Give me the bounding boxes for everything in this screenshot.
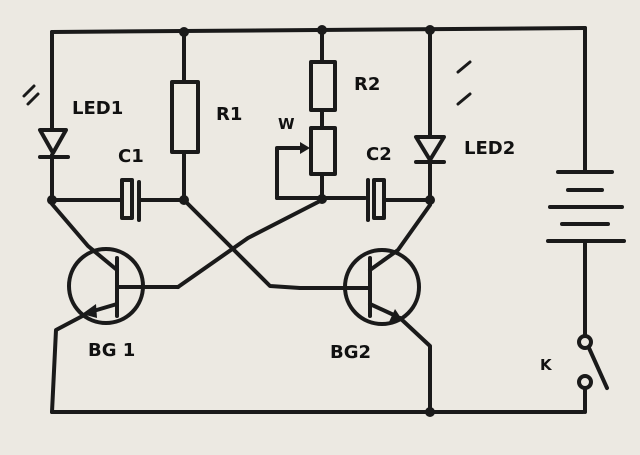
k-label: K: [540, 356, 552, 374]
bg1-label: BG 1: [88, 340, 136, 361]
r1-label: R1: [216, 104, 243, 125]
bg1-transistor: [50, 202, 180, 414]
led2-label: LED2: [464, 138, 516, 159]
k-switch: [577, 334, 609, 414]
cross-wires: [176, 198, 324, 290]
led2-diode: [414, 28, 472, 202]
bg2-label: BG2: [330, 342, 372, 363]
w-potentiometer: [275, 126, 337, 202]
c1-capacitor: [50, 178, 186, 222]
led1-label: LED1: [72, 98, 124, 119]
c1-label: C1: [118, 146, 144, 167]
c2-label: C2: [366, 144, 392, 165]
junctions: [47, 25, 435, 417]
battery: [546, 26, 626, 338]
r2-label: R2: [354, 74, 381, 95]
r2-resistor: [309, 28, 337, 130]
w-label: W: [278, 115, 295, 133]
r1-resistor: [170, 30, 200, 201]
led1-diode: [22, 84, 70, 159]
bg2-transistor: [298, 203, 432, 414]
